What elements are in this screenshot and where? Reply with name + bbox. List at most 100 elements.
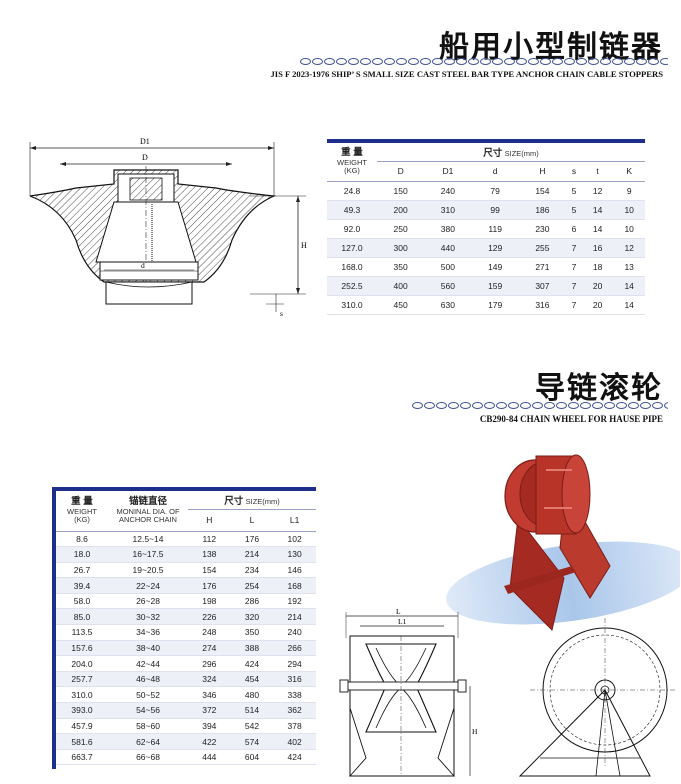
table-cell: 480	[230, 686, 274, 704]
label-H2: H	[472, 727, 478, 736]
chain-link-icon	[424, 402, 435, 409]
table-cell: 402	[273, 733, 316, 750]
chain-link-icon	[520, 402, 531, 409]
chain-link-icon	[432, 58, 443, 65]
column-header: t	[581, 161, 614, 182]
table-cell: 560	[424, 276, 472, 296]
chain-link-icon	[492, 58, 503, 65]
chain-link-icon	[384, 58, 395, 65]
section1-subtitle: JIS F 2023-1976 SHIP’ S SMALL SIZE CAST …	[270, 69, 663, 79]
chain-link-icon	[408, 58, 419, 65]
table-cell: 316	[518, 295, 567, 315]
table-cell: 113.5	[56, 624, 108, 641]
table-cell: 350	[230, 624, 274, 641]
chain-link-icon	[480, 58, 491, 65]
table-cell: 393.0	[56, 702, 108, 719]
column-header: K	[613, 161, 645, 182]
table-cell: 20	[581, 276, 614, 296]
table2-top-border	[56, 487, 316, 491]
chain-link-icon	[580, 402, 591, 409]
chain-link-icon	[660, 58, 668, 65]
table-cell: 200	[377, 200, 425, 220]
chain-link-icon	[624, 58, 635, 65]
table-cell: 388	[230, 640, 274, 657]
table-cell: 294	[273, 655, 316, 672]
chain-link-icon	[448, 402, 459, 409]
table1-top-border	[327, 139, 645, 143]
table-cell: 286	[230, 593, 274, 610]
table-cell: 14	[613, 295, 645, 315]
chain-link-icon	[592, 402, 603, 409]
size-header: 尺寸 SIZE(mm)	[377, 143, 645, 162]
chain-link-icon	[460, 402, 471, 409]
chain-link-icon	[600, 58, 611, 65]
table-cell: 129	[471, 238, 519, 258]
chain-link-icon	[540, 58, 551, 65]
chain-wheel-front-drawing: L L1 H	[339, 608, 478, 778]
table-cell: 58.0	[56, 593, 108, 610]
table-cell: 168	[273, 577, 316, 594]
column-header: d	[471, 161, 519, 182]
size-cn: 尺寸	[483, 147, 503, 159]
table-cell: 240	[273, 624, 316, 641]
chain-divider-2	[412, 402, 668, 410]
table-cell: 50~52	[108, 686, 188, 704]
table-cell: 604	[230, 749, 274, 766]
table-cell: 378	[273, 718, 316, 735]
table2-left-border	[52, 487, 56, 769]
table-cell: 454	[230, 671, 274, 688]
table-cell: 186	[518, 200, 567, 220]
table-cell: 362	[273, 702, 316, 719]
chain-link-icon	[528, 58, 539, 65]
chain-link-icon	[456, 58, 467, 65]
table-cell: 630	[424, 295, 472, 315]
weight-cn-2: 重 量	[71, 495, 93, 507]
table-cell: 12	[581, 181, 614, 201]
table-cell: 26~28	[108, 593, 188, 610]
table-cell: 240	[424, 181, 472, 201]
chain-link-icon	[508, 402, 519, 409]
table-cell: 18	[581, 257, 614, 277]
weight-unit: (KG)	[344, 166, 360, 176]
table-cell: 5	[566, 181, 582, 201]
table-cell: 440	[424, 238, 472, 258]
table-cell: 149	[471, 257, 519, 277]
table-cell: 581.6	[56, 733, 108, 750]
table-cell: 350	[377, 257, 425, 277]
table-cell: 14	[581, 200, 614, 220]
chain-link-icon	[312, 58, 323, 65]
table-cell: 157.6	[56, 640, 108, 657]
chain-link-icon	[496, 402, 507, 409]
chain-link-icon	[616, 402, 627, 409]
table-cell: 22~24	[108, 577, 188, 594]
chain-link-icon	[412, 402, 423, 409]
table-cell: 34~36	[108, 624, 188, 641]
table-cell: 102	[273, 531, 316, 548]
table-cell: 49.3	[327, 200, 377, 220]
table-cell: 176	[230, 531, 274, 548]
column-header: D	[377, 161, 425, 182]
table-cell: 12.5~14	[108, 531, 188, 548]
chain-link-icon	[576, 58, 587, 65]
chain-link-icon	[336, 58, 347, 65]
label-s: s	[280, 309, 283, 318]
chain-link-icon	[360, 58, 371, 65]
chain-link-icon	[544, 402, 555, 409]
table-cell: 663.7	[56, 749, 108, 766]
column-header: H	[518, 161, 567, 182]
table-cell: 9	[613, 181, 645, 201]
table-cell: 119	[471, 219, 519, 239]
table-cell: 154	[188, 562, 231, 579]
table-cell: 168.0	[327, 257, 377, 277]
table-cell: 457.9	[56, 718, 108, 735]
table-cell: 7	[566, 295, 582, 315]
table-cell: 14	[613, 276, 645, 296]
table-cell: 5	[566, 200, 582, 220]
